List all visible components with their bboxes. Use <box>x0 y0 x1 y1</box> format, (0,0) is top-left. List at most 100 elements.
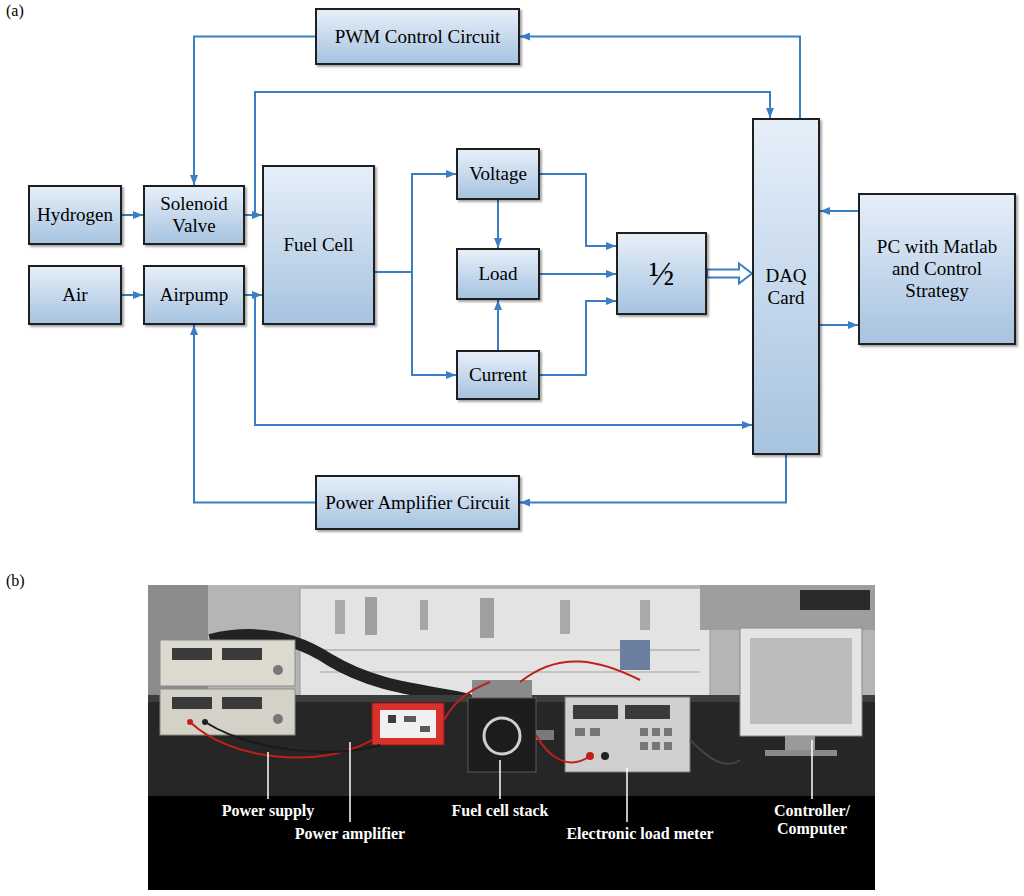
text-block: PC with Matlab and Control Strategy <box>866 236 1008 302</box>
lab-wall <box>335 600 345 634</box>
text-block: DAQ Card <box>760 265 812 309</box>
power-amplifier-board <box>388 715 396 723</box>
process-box: PWM Control Circuit <box>315 8 520 65</box>
box-label: PC with Matlab and Control Strategy <box>866 236 1008 302</box>
connector-arrow <box>375 174 456 272</box>
power-amplifier-board <box>372 703 444 745</box>
wiring <box>205 722 380 752</box>
process-box: Air <box>28 265 122 325</box>
power-amplifier-board <box>372 703 444 745</box>
connector-line <box>520 455 786 503</box>
connector-arrow <box>520 37 800 119</box>
text-block: Solenoid Valve <box>151 193 237 237</box>
text-block: Airpump <box>160 284 229 306</box>
process-box: Load <box>456 248 540 300</box>
connector-line <box>540 273 616 275</box>
connector-arrow <box>375 272 456 375</box>
leader-lines <box>811 740 813 799</box>
power-supply-unit <box>160 640 295 686</box>
text-block: PWM Control Circuit <box>335 26 501 48</box>
computer-monitor <box>765 750 837 756</box>
lab-wall <box>800 590 870 610</box>
text-block: Fuel Cell <box>283 234 353 256</box>
box-label: Hydrogen <box>37 204 113 226</box>
lab-wall <box>148 585 875 800</box>
connector-arrow <box>498 300 499 350</box>
box-label: Air <box>62 284 87 306</box>
fuel-cell-stack <box>484 718 520 754</box>
computer-monitor <box>785 736 815 750</box>
photo-label: Fuel cell stack <box>435 802 565 820</box>
electronic-load-meter <box>652 728 660 736</box>
connector-line <box>520 37 800 119</box>
lab-wall <box>640 600 650 630</box>
connector-line <box>820 210 858 212</box>
lab-wall <box>420 600 428 630</box>
process-box: Hydrogen <box>28 185 122 245</box>
lab-wall <box>300 588 710 700</box>
computer-monitor <box>740 628 862 756</box>
text-block: Hydrogen <box>37 204 113 226</box>
connector-line <box>122 214 143 216</box>
lab-wall <box>148 585 875 800</box>
computer-monitor <box>750 638 852 724</box>
process-box: DAQ Card <box>752 118 820 455</box>
electronic-load-meter <box>565 697 690 772</box>
box-label: Power Amplifier Circuit <box>325 492 510 514</box>
connector-arrow <box>194 325 315 503</box>
power-supply-unit <box>273 665 283 675</box>
process-box: ½ <box>616 232 707 315</box>
connector-line <box>497 300 499 350</box>
connector-arrow <box>122 215 143 216</box>
wiring <box>444 682 490 720</box>
connector-line <box>540 174 616 246</box>
electronic-load-meter <box>565 697 690 772</box>
electronic-load-meter <box>640 742 648 750</box>
power-supply-unit <box>273 714 283 724</box>
caption-strip <box>148 796 875 890</box>
process-box: Current <box>456 350 540 400</box>
text-block: Voltage <box>469 163 527 185</box>
fuel-cell-stack <box>468 698 536 772</box>
connector-arrow <box>520 455 786 503</box>
electronic-load-meter <box>573 705 618 719</box>
power-amplifier-board <box>404 716 416 722</box>
wiring <box>520 661 640 682</box>
leader-lines <box>267 752 269 799</box>
power-amplifier-board <box>380 710 436 738</box>
power-supply-unit <box>172 697 212 709</box>
lab-wall <box>320 671 700 673</box>
electronic-load-meter <box>590 728 600 736</box>
electronic-load-meter <box>640 728 648 736</box>
process-box: Power Amplifier Circuit <box>315 475 520 530</box>
text-block: Current <box>469 364 527 386</box>
box-label: Fuel Cell <box>283 234 353 256</box>
connector-line <box>194 325 315 503</box>
leader-lines <box>499 760 501 799</box>
box-label: Current <box>469 364 527 386</box>
computer-monitor <box>740 628 862 736</box>
photo-label: Power supply <box>203 802 333 820</box>
power-amplifier-board <box>420 726 430 732</box>
text-block: ½ <box>649 254 675 293</box>
connector-line <box>820 324 858 326</box>
connector-line <box>497 200 499 248</box>
electronic-load-meter <box>664 728 672 736</box>
process-box: Solenoid Valve <box>143 185 245 245</box>
power-supply-unit <box>160 640 295 735</box>
box-label: Voltage <box>469 163 527 185</box>
connector-arrow <box>820 325 858 326</box>
connector-line <box>540 301 616 375</box>
power-supply-unit <box>222 697 262 709</box>
electronic-load-meter <box>601 752 609 760</box>
connector-arrow <box>540 174 616 246</box>
power-supply-unit <box>172 648 212 660</box>
lab-wall <box>480 598 494 638</box>
lab-wall <box>560 600 570 634</box>
lab-wall <box>365 597 377 635</box>
power-supply-unit <box>160 689 295 735</box>
box-label: Airpump <box>160 284 229 306</box>
